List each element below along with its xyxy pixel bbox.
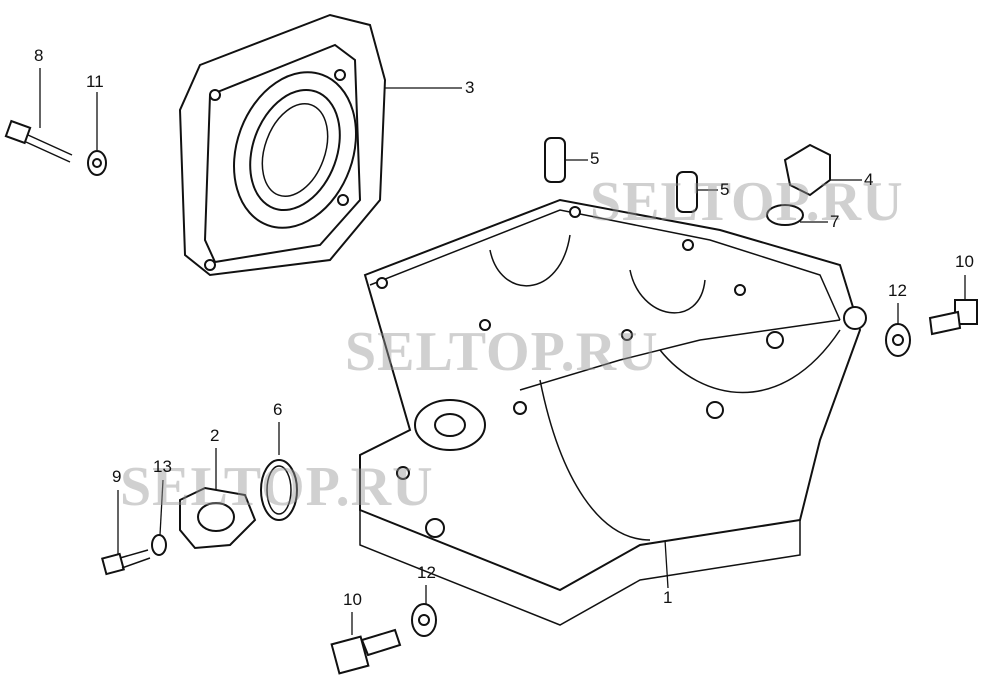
callout-9: 8 xyxy=(34,46,44,65)
watermark: SELTOP.RU xyxy=(345,321,659,383)
callout-10: 10 xyxy=(343,590,362,609)
callout-2: 2 xyxy=(210,426,220,445)
watermark: SELTOP.RU xyxy=(120,456,434,518)
callout-4: 4 xyxy=(864,170,874,189)
callout-12: 12 xyxy=(417,563,436,582)
callout-7: 7 xyxy=(830,212,840,231)
callout-5: 5 xyxy=(590,149,600,168)
small-parts xyxy=(4,119,978,675)
callout-12: 12 xyxy=(888,281,907,300)
callout-6: 6 xyxy=(273,400,283,419)
callout-11: 11 xyxy=(86,72,104,91)
callout-5: 5 xyxy=(720,180,730,199)
watermark: SELTOP.RU xyxy=(590,171,904,233)
callout-13: 13 xyxy=(153,457,172,476)
crankcase-part xyxy=(359,198,867,626)
leader-lines xyxy=(39,68,966,635)
callout-10: 10 xyxy=(955,252,974,271)
callout-8: 9 xyxy=(112,467,122,486)
callout-3: 3 xyxy=(465,78,475,97)
side-cover-part xyxy=(178,13,387,277)
callout-1: 1 xyxy=(663,588,673,607)
